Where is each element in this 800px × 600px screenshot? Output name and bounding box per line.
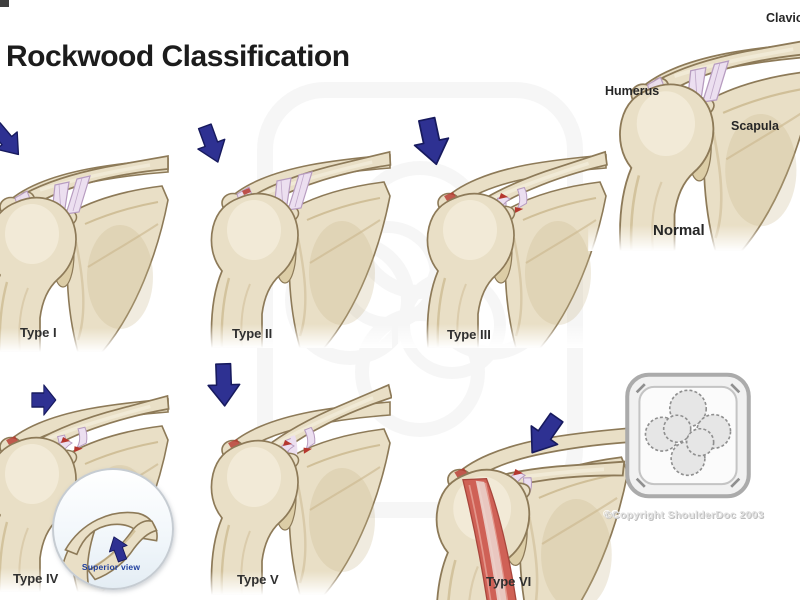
diagram-type-3: [398, 108, 608, 348]
ac-joint-tear: [242, 188, 251, 195]
corner-mark: [0, 0, 9, 7]
scapula-bone: [504, 181, 607, 348]
force-arrow-icon: [108, 536, 128, 563]
normal-label: Normal: [653, 222, 705, 239]
shoulderdoc-logo-icon: [615, 368, 761, 508]
superior-view-label: Superior view: [81, 562, 141, 572]
type-2-label: Type II: [232, 326, 273, 341]
diagram-type-5: [182, 355, 392, 595]
force-arrow-icon: [413, 116, 450, 166]
superior-view-inset: [52, 468, 174, 590]
diagram-type-2: [182, 108, 392, 348]
scapula-bone: [66, 185, 169, 352]
copyright-watermark: ©Copyright ShoulderDoc 2003: [604, 509, 764, 521]
humerus-bone: [619, 83, 715, 251]
type-3-label: Type III: [447, 327, 491, 342]
force-arrow-icon: [207, 362, 241, 407]
clavicle-label: Clavicle: [766, 11, 800, 25]
diagram-type-1: [0, 112, 170, 352]
scapula-bone: [288, 428, 391, 595]
muscle: [462, 477, 517, 600]
humerus-bone: [0, 196, 77, 352]
humerus-label: Humerus: [605, 84, 660, 98]
humerus-bone: [426, 192, 515, 348]
force-arrow-icon: [31, 384, 57, 416]
type-5-label: Type V: [237, 572, 279, 587]
diagram-type-6: [405, 378, 630, 600]
force-arrow-icon: [0, 122, 20, 156]
scapula-label: Scapula: [731, 119, 779, 133]
force-arrow-icon: [197, 123, 226, 163]
type-6-label: Type VI: [486, 574, 532, 589]
force-arrow-icon: [530, 412, 564, 454]
page-title: Rockwood Classification: [6, 40, 350, 73]
type-4-label: Type IV: [13, 571, 59, 586]
scapula-bone: [703, 71, 800, 251]
scapula-bone: [288, 181, 391, 348]
superior-view-bones: [58, 511, 158, 585]
type-1-label: Type I: [20, 325, 57, 340]
humerus-bone: [210, 439, 299, 595]
diagram-normal: [588, 0, 800, 251]
scapula-bone: [519, 456, 629, 600]
